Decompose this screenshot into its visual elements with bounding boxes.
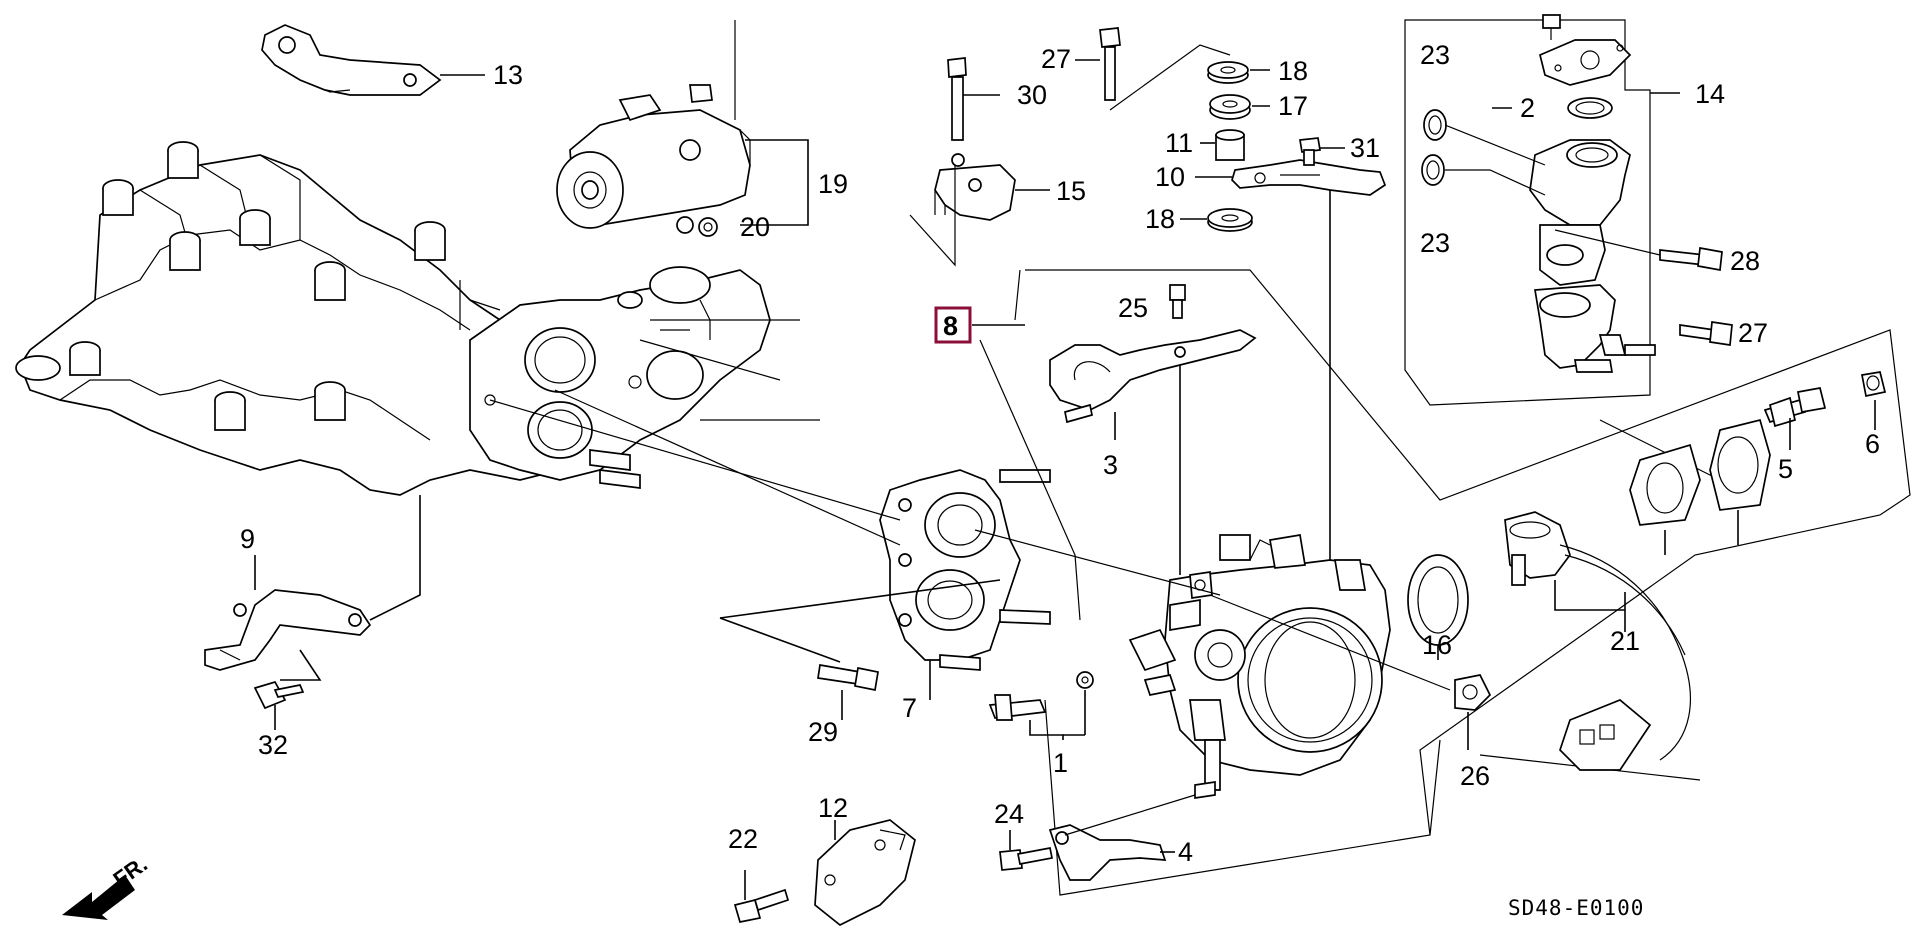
part-15-bracket <box>909 57 1050 267</box>
callout-22: 22 <box>728 824 758 854</box>
callout-25: 25 <box>1118 293 1148 323</box>
callout-1: 1 <box>1053 748 1068 778</box>
callout-3: 3 <box>1103 450 1118 480</box>
callout-8-highlight[interactable]: 8 <box>934 306 1025 344</box>
part-29-bolt <box>719 579 1001 720</box>
leader-lines <box>489 319 1221 596</box>
callout-13: 13 <box>493 60 523 90</box>
front-arrow-icon: FR. <box>62 851 152 920</box>
part-5-6-fittings <box>1763 371 1887 450</box>
throttle-body <box>1128 180 1451 799</box>
callout-31: 31 <box>1350 133 1380 163</box>
part-21-sensor <box>1504 418 1771 771</box>
callout-28: 28 <box>1730 246 1760 276</box>
callout-15: 15 <box>1056 176 1086 206</box>
diagram-code: SD48-E0100 <box>1508 896 1644 920</box>
callout-27-right: 27 <box>1738 318 1768 348</box>
callout-29: 29 <box>808 717 838 747</box>
callout-10: 10 <box>1155 162 1185 192</box>
callout-24: 24 <box>994 799 1024 829</box>
callout-16: 16 <box>1422 630 1452 660</box>
part-4-bracket <box>999 794 1196 881</box>
part-7-spacer <box>879 469 1051 700</box>
callout-5: 5 <box>1778 454 1793 484</box>
callout-8[interactable]: 8 <box>943 311 958 341</box>
callout-32: 32 <box>258 730 288 760</box>
callout-27-top: 27 <box>1041 44 1071 74</box>
callout-11: 11 <box>1165 128 1193 158</box>
callout-21: 21 <box>1610 626 1640 656</box>
callout-18-mid: 18 <box>1145 204 1175 234</box>
throttle-flange-housing <box>469 266 771 489</box>
callout-2: 2 <box>1520 93 1535 123</box>
callout-23-bottom: 23 <box>1420 228 1450 258</box>
part-9-bracket <box>204 495 421 730</box>
callout-23-top: 23 <box>1420 40 1450 70</box>
callout-12: 12 <box>818 793 848 823</box>
part-16-gasket <box>1407 554 1469 660</box>
callout-20: 20 <box>740 212 770 242</box>
intake-manifold <box>15 141 561 496</box>
part-1-bolt <box>988 671 1094 740</box>
part-13-bracket <box>261 24 485 96</box>
callout-7: 7 <box>902 693 917 723</box>
callout-18-top: 18 <box>1278 56 1308 86</box>
callout-14: 14 <box>1695 79 1725 109</box>
part-12-plate <box>814 819 916 927</box>
part-22-bolt <box>733 870 790 923</box>
callout-8-box[interactable] <box>934 306 972 344</box>
callout-26: 26 <box>1460 761 1490 791</box>
callout-4: 4 <box>1178 837 1193 867</box>
part-10-bracket-stack <box>1075 27 1387 232</box>
callouts: 13 19 20 30 27 15 18 17 11 31 10 18 25 3… <box>240 40 1880 867</box>
part-19-valve <box>556 20 809 237</box>
callout-30: 30 <box>1017 80 1047 110</box>
callout-6: 6 <box>1865 429 1880 459</box>
callout-17: 17 <box>1278 91 1308 121</box>
part-26-nut <box>1454 674 1492 750</box>
part-3-bracket <box>1049 284 1257 440</box>
part-14-assembly <box>1404 14 1733 406</box>
callout-19: 19 <box>818 169 848 199</box>
callout-9: 9 <box>240 524 255 554</box>
